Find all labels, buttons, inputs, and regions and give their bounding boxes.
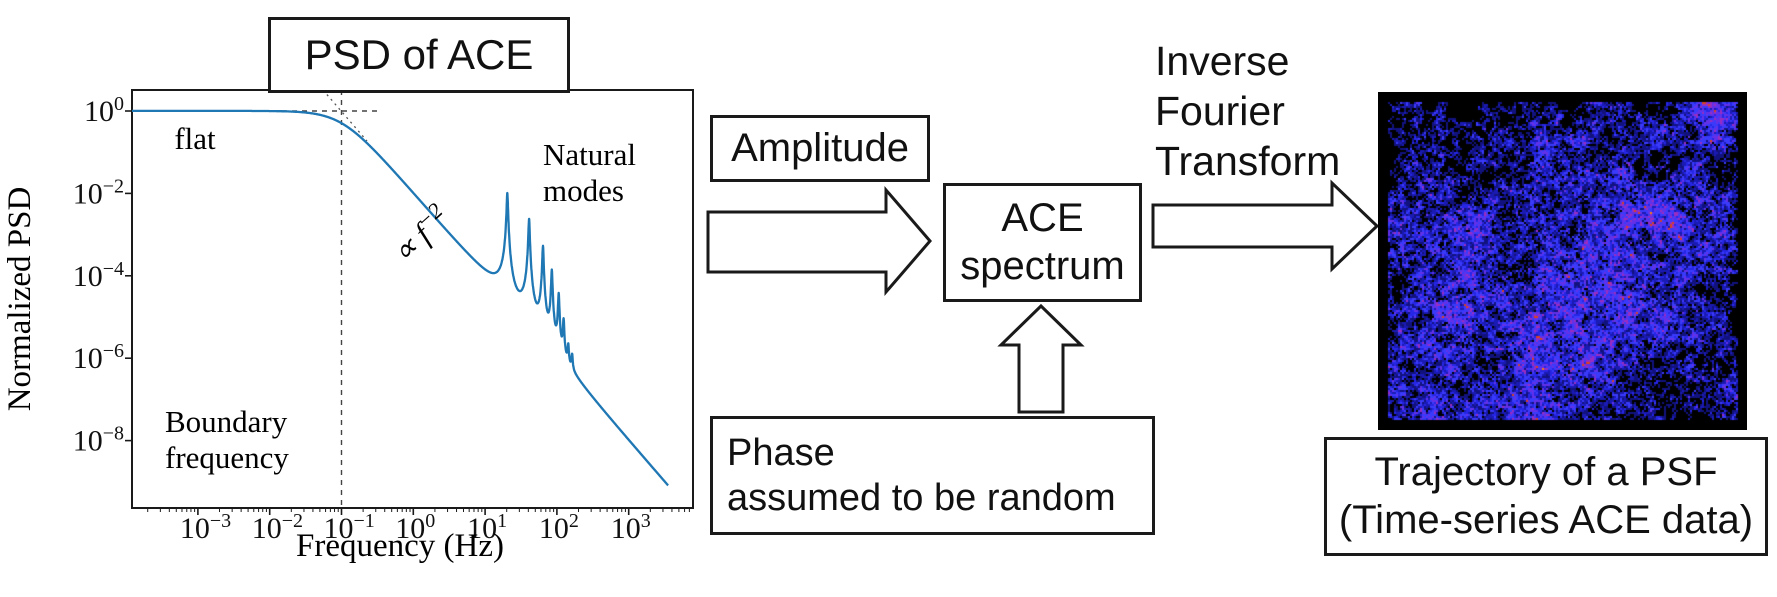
psd-title-box: PSD of ACE: [268, 17, 570, 93]
x-tick-label: 100: [395, 510, 435, 545]
flow-arrows: [706, 179, 1380, 414]
y-tick-label: 100: [84, 93, 124, 128]
axis-tick-labels: 10−3 10−2 10−1 100 101 102 103 100 10−2 10−4 10−6 1…: [73, 93, 651, 545]
psd-plot: 10−3 10−2 10−1 100 101 102 103 100 10−2 10−4 10−6 1…: [2, 89, 694, 564]
psf-caption-line2: (Time-series ACE data): [1338, 497, 1754, 542]
psf-caption-box: Trajectory of a PSF (Time-series ACE dat…: [1324, 437, 1768, 556]
x-tick-label: 10−2: [252, 510, 303, 545]
y-tick-label: 10−8: [73, 423, 124, 458]
x-tick-label: 10−1: [324, 510, 375, 545]
amplitude-text: Amplitude: [731, 125, 909, 170]
power-law-asymptote-dotted-line: [322, 89, 368, 142]
psd-title-text: PSD of ACE: [304, 31, 534, 79]
amplitude-box: Amplitude: [710, 115, 930, 182]
x-tick-label: 101: [467, 510, 507, 545]
x-tick-label: 102: [539, 510, 579, 545]
ace-spectrum-text-line2: spectrum: [960, 243, 1125, 288]
amplitude-to-spectrum-arrow: [706, 185, 932, 297]
ace-spectrum-text-line1: ACE: [1001, 196, 1084, 241]
x-tick-label: 10−3: [180, 510, 231, 545]
phase-box: Phase assumed to be random: [710, 416, 1155, 535]
psf-trajectory-image: [1378, 92, 1747, 430]
y-tick-label: 10−6: [73, 340, 124, 375]
inverse-fourier-transform-label: Inverse Fourier Transform: [1155, 36, 1340, 186]
propto-f-minus-2-annotation: ∝ f−2: [383, 198, 457, 270]
inverse-fourier-transform-arrow: [1151, 179, 1380, 273]
ift-label-line1: Inverse: [1155, 38, 1290, 84]
ift-label-line2: Fourier: [1155, 88, 1285, 134]
natural-modes-annotation-line2: modes: [543, 173, 624, 208]
x-tick-label: 103: [611, 510, 651, 545]
y-tick-label: 10−4: [73, 258, 124, 293]
axis-ticks: [125, 110, 690, 515]
y-axis-label: Normalized PSD: [2, 187, 38, 412]
psd-curve: [131, 109, 670, 487]
y-tick-label: 10−2: [73, 175, 124, 210]
phase-text-line1: Phase: [727, 431, 835, 474]
psf-caption-line1: Trajectory of a PSF: [1374, 450, 1718, 495]
phase-to-spectrum-arrow: [997, 303, 1085, 414]
x-axis-label: Frequency (Hz): [296, 528, 504, 564]
ace-spectrum-box: ACE spectrum: [943, 183, 1142, 302]
ift-label-line3: Transform: [1155, 138, 1341, 184]
boundary-frequency-annotation-line1: Boundary: [165, 404, 288, 439]
phase-text-line2: assumed to be random: [727, 476, 1116, 519]
natural-modes-annotation-line1: Natural: [543, 137, 636, 172]
boundary-frequency-annotation-line2: frequency: [165, 440, 289, 475]
flat-annotation: flat: [174, 121, 216, 156]
